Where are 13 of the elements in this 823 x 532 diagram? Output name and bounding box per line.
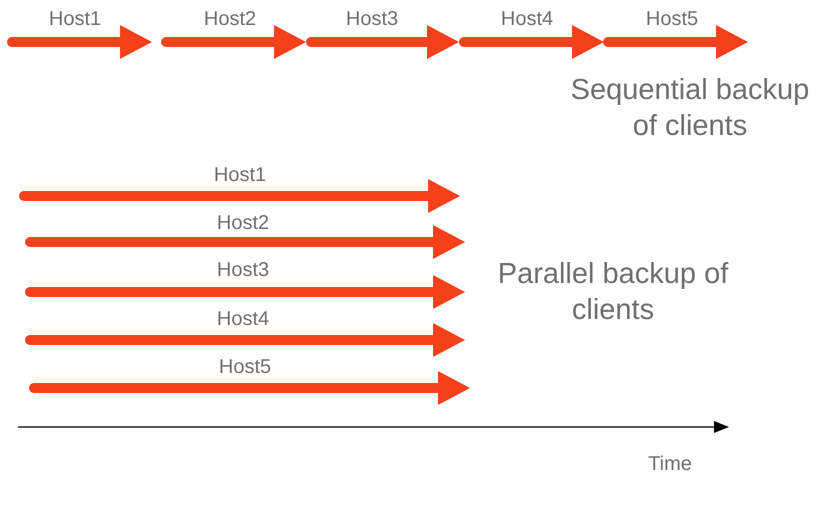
host-label: Host5 [646,8,698,30]
host-label: Host1 [48,8,102,30]
host-label: Host4 [216,308,270,330]
host-label: Host2 [216,212,270,234]
host-label: Host3 [216,259,270,281]
host-label: Host5 [218,356,272,378]
host-label: Host3 [346,8,398,30]
host-label: Host1 [214,164,266,186]
host-label: Host4 [500,8,554,30]
axis-label: Time [648,453,692,475]
caption-text: Sequential backup of clients [570,73,810,144]
host-label: Host2 [204,8,256,30]
caption-text: Parallel backup of clients [496,257,730,328]
